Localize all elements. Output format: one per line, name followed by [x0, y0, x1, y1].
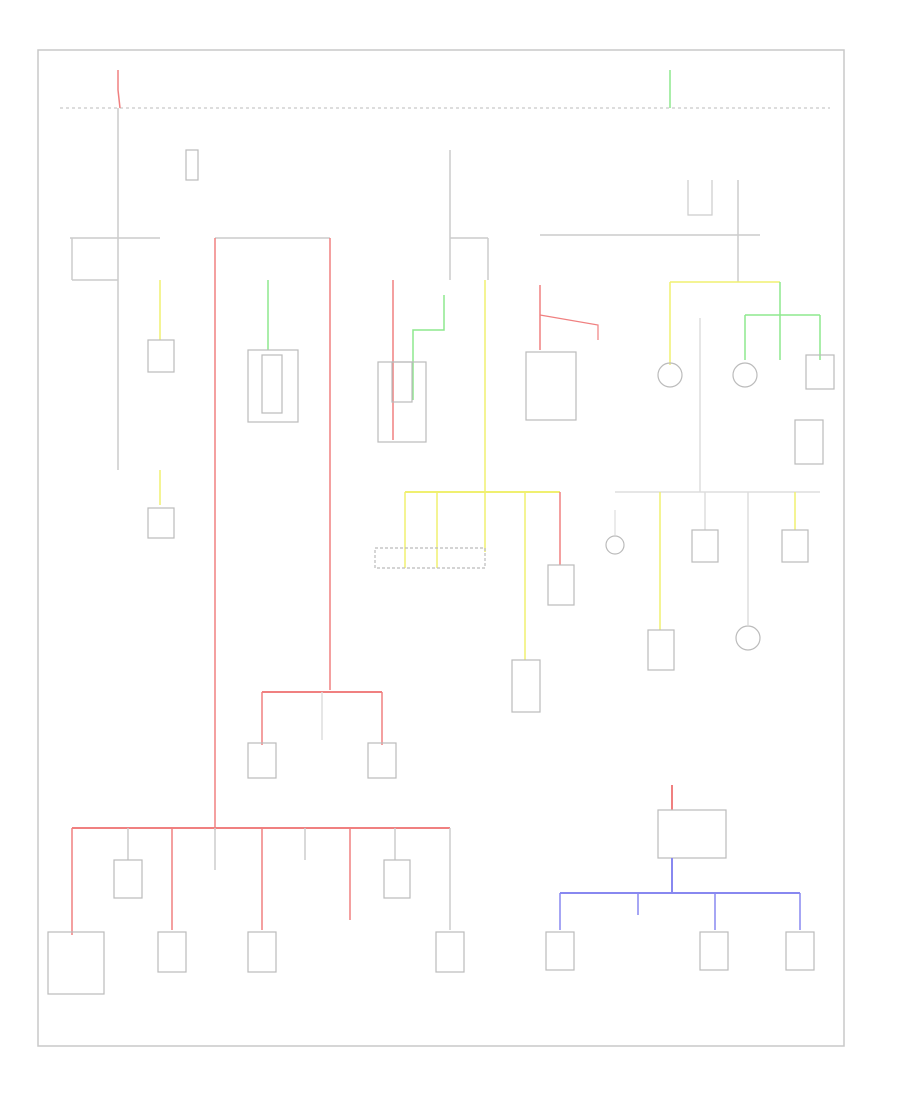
center-left-bus — [214, 237, 331, 830]
center-left-components — [247, 349, 299, 423]
center-components — [374, 351, 577, 713]
bottom-bus — [71, 827, 451, 935]
bottom-right-relay — [559, 785, 801, 930]
center-feed — [392, 150, 599, 660]
mid-components — [247, 742, 397, 779]
left-components — [147, 149, 199, 539]
bottom-right-components — [545, 931, 815, 971]
diagram-border — [37, 49, 845, 1047]
right-components — [605, 354, 835, 671]
left-feed — [70, 70, 161, 505]
bottom-components — [47, 859, 465, 995]
mid-distribution — [261, 691, 383, 745]
right-feed — [540, 70, 821, 630]
